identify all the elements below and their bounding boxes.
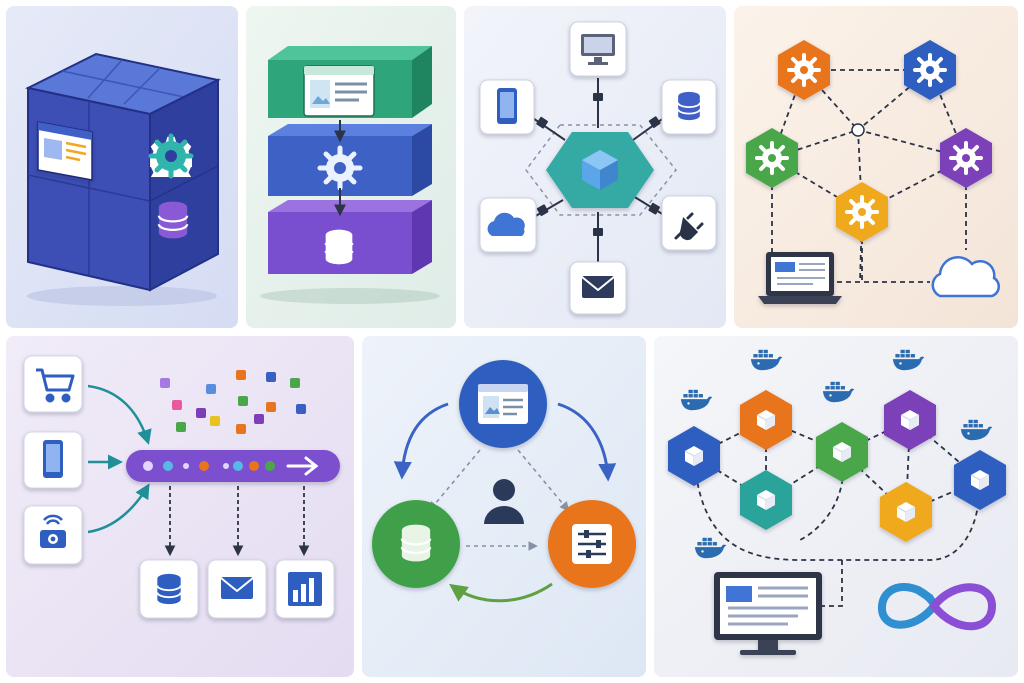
modular-cube-diagram [24, 52, 222, 306]
monitor-icon [581, 34, 615, 65]
database-icon [157, 200, 189, 240]
cube-icon [582, 150, 618, 190]
database-icon [677, 91, 701, 121]
gear-icon [317, 145, 363, 191]
hex-mesh-diagram [746, 40, 1001, 304]
container-node-yellow [880, 482, 932, 542]
email-consumer [207, 559, 267, 619]
monitor-icon [714, 572, 822, 655]
cycle-arrow [449, 582, 553, 603]
arrow-right-icon [286, 456, 319, 476]
iot-camera-icon [40, 514, 66, 548]
cycle-triangle-diagram [372, 360, 636, 603]
event-particles [160, 370, 306, 434]
cloud-icon [487, 212, 525, 236]
gear-icon [755, 141, 789, 175]
gear-icon [148, 133, 194, 179]
cloud-icon [931, 256, 1001, 298]
infinity-loop-icon [878, 583, 997, 631]
database-icon [156, 572, 182, 606]
browser-window-icon [303, 65, 375, 117]
container-node-purple [884, 390, 936, 450]
container-node-green [816, 422, 868, 482]
logic-layer [268, 124, 432, 196]
plug-icon [674, 212, 704, 241]
ingest-arrow [87, 483, 150, 534]
gear-icon [845, 195, 879, 229]
gear-icon [913, 53, 947, 87]
service-node-purple [940, 128, 992, 188]
bar-chart-icon [288, 572, 322, 606]
database-icon [324, 228, 354, 266]
service-node-orange [778, 40, 830, 100]
laptop-icon [758, 252, 842, 304]
container-mesh-diagram [668, 349, 1006, 655]
mobile-node [479, 79, 535, 135]
database-node [372, 500, 460, 588]
mobile-phone-icon [497, 88, 517, 124]
cube-right-face [149, 78, 219, 292]
settings-node [548, 500, 636, 588]
service-node-yellow [836, 182, 888, 242]
mobile-source [23, 431, 83, 489]
browser-window-icon [478, 384, 528, 424]
container-node-blue-right [954, 450, 1006, 510]
sliders-icon [572, 524, 612, 564]
plug-node [661, 195, 717, 251]
cycle-arrow [557, 402, 617, 482]
central-hub [546, 132, 654, 208]
panel-event-stream [6, 336, 354, 677]
service-node-blue [904, 40, 956, 100]
database-node [661, 79, 717, 135]
layered-stack-diagram [260, 46, 440, 304]
gear-icon [787, 53, 821, 87]
cycle-arrow [393, 402, 449, 480]
event-stream-diagram [23, 355, 340, 619]
email-node [569, 261, 627, 315]
container-node-teal [740, 470, 792, 530]
envelope-icon [581, 276, 615, 298]
iot-source [23, 505, 83, 565]
browser-window-icon [37, 121, 93, 181]
container-node-blue [668, 426, 720, 486]
data-layer [268, 200, 432, 274]
frontend-node [459, 360, 547, 448]
monitor-node [569, 21, 627, 77]
analytics-consumer [275, 559, 335, 619]
envelope-icon [220, 577, 254, 599]
db-consumer [139, 559, 199, 619]
ingest-arrow [87, 384, 152, 445]
presentation-layer [268, 46, 432, 118]
gear-icon [949, 141, 983, 175]
mobile-phone-icon [43, 440, 63, 478]
hub-spoke-diagram [479, 21, 717, 315]
user-icon [484, 479, 524, 524]
cart-source [23, 355, 83, 413]
cloud-node [479, 197, 537, 253]
shopping-cart-icon [36, 368, 75, 403]
container-node-orange [740, 390, 792, 450]
service-node-green [746, 128, 798, 188]
database-icon [400, 523, 432, 563]
event-stream-bar [126, 450, 340, 482]
